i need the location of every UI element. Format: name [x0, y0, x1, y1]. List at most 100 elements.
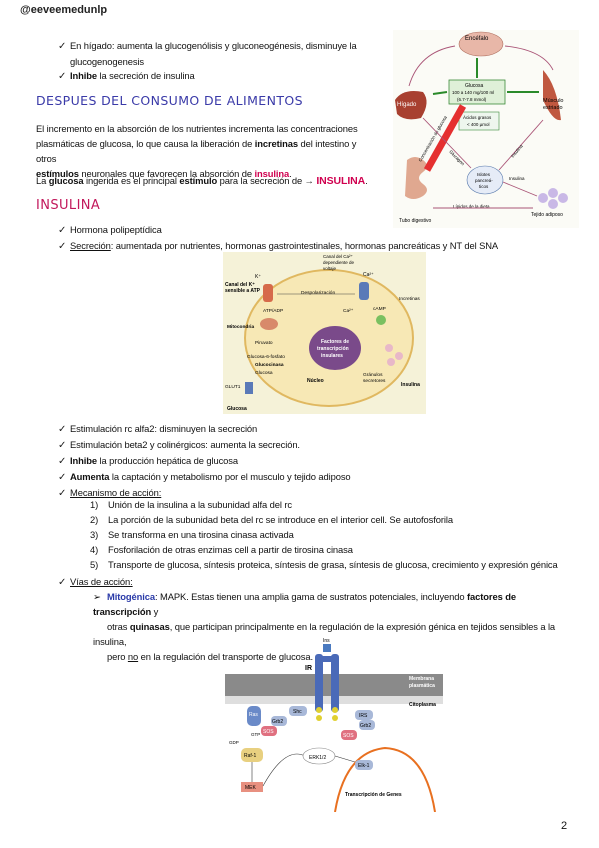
label-canal-k-2: sensible a ATP: [225, 288, 261, 294]
label-acidos: Ácidos grasos: [463, 114, 492, 120]
mechanism-steps: 1)Unión de la insulina a la subunidad al…: [90, 497, 590, 572]
author-handle: @eeveemedunlp: [20, 4, 108, 16]
label-camp: cAMP: [373, 306, 386, 312]
label-tejido-adiposo: Tejido adiposo: [531, 212, 563, 218]
page-number: 2: [561, 820, 568, 832]
label-factores-2: transcripción: [317, 346, 349, 352]
brain-icon: [458, 31, 504, 57]
label-membrana: Membrana: [409, 676, 434, 682]
check-icon: ✓: [58, 241, 67, 252]
label-islotes-3: ticos: [479, 184, 489, 189]
arrow-islet-liver: [422, 117, 472, 169]
raf1-icon: [241, 748, 263, 762]
ca-channel-icon: [359, 282, 369, 300]
check-icon: ✓: [58, 71, 67, 82]
arrow-islet-adipose: [502, 181, 538, 197]
arrow-brain-liver: [408, 45, 456, 87]
label-erk: ERK1/2: [309, 755, 326, 761]
adipose-icon: [538, 188, 568, 209]
label-acidos-value: < 400 µmol: [467, 122, 489, 127]
elk1-icon: [355, 760, 373, 770]
glut1-icon: [245, 382, 253, 394]
label-shc: Shc: [293, 709, 302, 715]
muscle-icon: [543, 70, 561, 121]
label-musculo: Músculo: [543, 98, 563, 104]
k-channel-icon: [263, 284, 273, 302]
vias-mitogenica: ➢Mitogénica: MAPK. Estas tienen una ampl…: [93, 591, 556, 662]
label-islotes: Islotes: [477, 172, 491, 177]
mek-icon: [241, 782, 263, 792]
beta-cell-secretion-figure: Canal del K⁺ sensible a ATP K⁺ Canal del…: [223, 252, 426, 414]
gut-icon: [405, 157, 427, 199]
label-grb2: Grb2: [272, 719, 283, 725]
label-incretinas: Incretinas: [399, 296, 420, 302]
islet-icon: [466, 165, 504, 195]
check-icon: ✓: [58, 440, 67, 451]
label-membrana-2: plasmática: [409, 683, 435, 689]
grb2-icon: [271, 716, 287, 726]
label-canal-ca-2: dependiente de: [323, 260, 355, 265]
label-transcripcion: Transcripción de Genes: [345, 792, 402, 798]
arrow-islet-muscle: [498, 119, 544, 171]
arrow-glucose-concentration: [423, 104, 467, 172]
granules-icon: [385, 344, 403, 366]
mechanism-step: 5)Transporte de glucosa, síntesis protei…: [90, 559, 558, 570]
label-insulina-out: Insulina: [401, 382, 420, 388]
fatty-acids-box: [458, 111, 500, 131]
glucose-box: [448, 79, 506, 105]
shc-icon: [289, 706, 307, 716]
arrow-liver-glucose: [432, 91, 448, 95]
label-canal-k: Canal del K⁺: [225, 282, 255, 288]
label-musculo-2: estriado: [543, 105, 563, 111]
label-mek: MEK: [245, 785, 257, 791]
label-citoplasma: Citoplasma: [409, 702, 436, 708]
sos-icon-2: [341, 730, 357, 740]
irs-icon: [355, 710, 373, 720]
sos-icon: [261, 726, 277, 736]
section-title-insulina: INSULINA: [36, 198, 101, 213]
top-bullet-1: ✓En hígado: aumenta la glucogenólisis y …: [58, 40, 357, 67]
check-icon: ✓: [58, 577, 67, 588]
label-glucosa: Glucosa: [465, 83, 484, 89]
label-glucosa-range: 100 a 140 mg/100 ml: [452, 90, 494, 95]
label-atp-adp: ATP/ADP: [263, 308, 283, 314]
label-lipidos: Lípidos de la dieta: [453, 204, 490, 209]
label-tubo-digestivo: Tubo digestivo: [399, 218, 432, 224]
lower-bullets: ✓Estimulación rc alfa2: disminuyen la se…: [58, 423, 351, 499]
label-ins: Ins: [323, 638, 330, 644]
nucleus-icon: [309, 326, 361, 370]
mitochondria-icon: [260, 318, 278, 330]
label-glucosa-6-fosfato: Glucosa-6-fosfato: [247, 354, 285, 360]
vias-heading: ✓Vías de acción:: [58, 576, 133, 588]
label-mitocondria: Mitocondria: [227, 324, 255, 330]
arrow-erk-elk: [334, 755, 356, 763]
ras-icon: [247, 706, 261, 726]
label-ras: Ras: [249, 712, 258, 718]
label-granulos: Gránulos: [363, 372, 383, 378]
grb2-icon-2: [359, 720, 375, 730]
nucleus-outline: [334, 746, 436, 812]
insulin-receptor-icon: [315, 654, 339, 721]
label-raf1: Raf-1: [244, 753, 256, 759]
label-canal-ca: Canal del Ca²⁺: [323, 254, 354, 259]
label-despolarizacion: Despolarización: [301, 290, 335, 296]
check-icon: ✓: [58, 424, 67, 435]
glucose-homeostasis-figure: Encéfalo Hígado Músculo estriado Glucosa…: [393, 30, 579, 228]
label-glucocinasa: Glucocinasa: [255, 362, 284, 368]
label-elk1: Elk-1: [358, 763, 370, 769]
label-nucleo: Núcleo: [307, 378, 324, 384]
check-icon: ✓: [58, 472, 67, 483]
paragraph-absorption: El incremento en la absorción de los nut…: [36, 123, 358, 179]
paragraph-glucose-stimulus: La glucosa ingerida es el principal estí…: [36, 175, 368, 187]
mechanism-step: 3)Se transforma en una tirosina cinasa a…: [90, 529, 294, 540]
arrow-mek-erk: [262, 753, 306, 787]
mapk-pathway-figure: Membrana plasmática Citoplasma Ins IR Ra…: [225, 638, 443, 812]
mechanism-step: 4)Fosforilación de otras enzimas cell a …: [90, 544, 353, 555]
label-sos: SOS: [263, 729, 274, 735]
label-factores: Factores de: [321, 339, 349, 345]
label-glucosa-out: Glucosa: [227, 406, 247, 412]
label-glut1: GLUT1: [225, 384, 241, 390]
label-ir: IR: [305, 665, 312, 672]
label-sos-2: SOS: [343, 733, 354, 739]
label-gdp: GDP: [229, 740, 239, 745]
